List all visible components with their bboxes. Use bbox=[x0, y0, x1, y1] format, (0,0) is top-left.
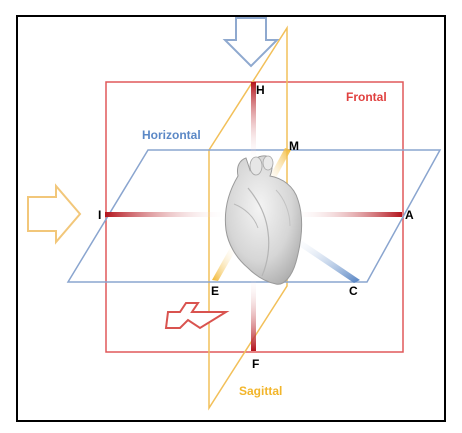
axis-i bbox=[105, 212, 230, 217]
axis-f bbox=[251, 276, 256, 351]
frontal-label: Frontal bbox=[346, 90, 387, 104]
axis-a bbox=[290, 212, 402, 217]
point-i-label: I bbox=[98, 208, 101, 222]
point-e-label: E bbox=[211, 284, 219, 298]
heart-anatomy-icon bbox=[225, 156, 301, 284]
point-c-label: C bbox=[349, 284, 358, 298]
sagittal-label: Sagittal bbox=[239, 384, 282, 398]
diagonal-arrow-icon bbox=[166, 303, 226, 328]
point-m-label: M bbox=[289, 139, 299, 153]
right-arrow-icon bbox=[28, 186, 80, 242]
horizontal-label: Horizontal bbox=[142, 128, 201, 142]
point-h-label: H bbox=[256, 83, 265, 97]
point-f-label: F bbox=[252, 357, 259, 371]
point-a-label: A bbox=[405, 208, 414, 222]
down-arrow-icon bbox=[225, 18, 277, 66]
